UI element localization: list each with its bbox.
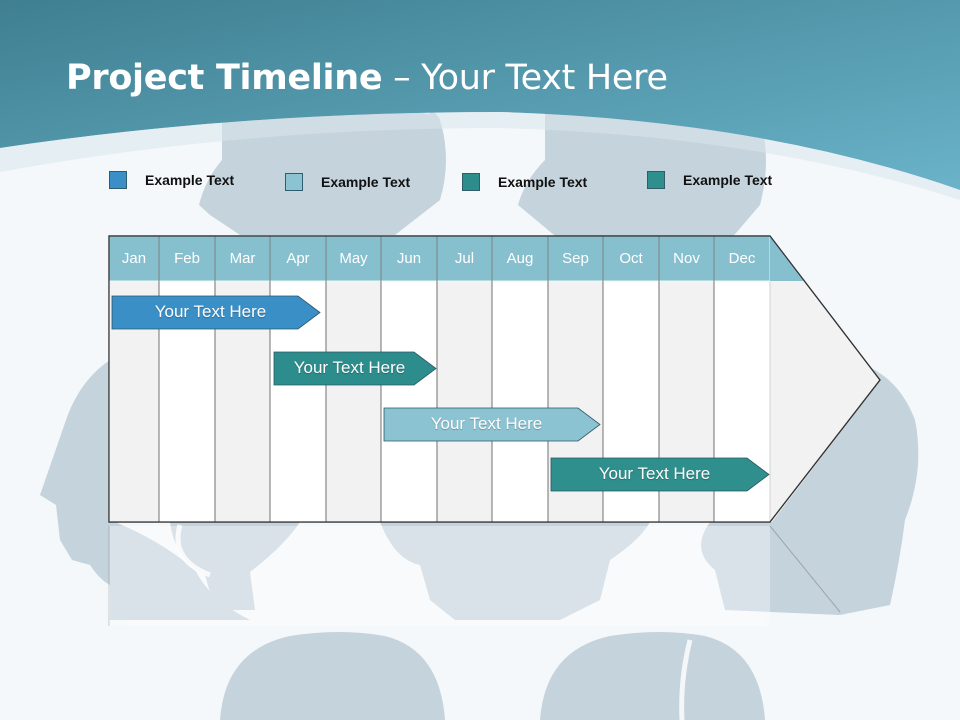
month-column-may [325,280,382,523]
task-arrow-1 [111,295,321,330]
legend-label-1: Example Text [145,172,235,188]
month-header-cell-jan [108,235,160,282]
legend-label-4: Example Text [683,172,773,188]
month-label-apr: Apr [286,250,310,267]
legend-swatch-2 [285,173,303,191]
task-label-4: Your Text Here [598,464,711,483]
task-label-3: Your Text Here [430,414,543,433]
task-arrow-2 [273,351,437,386]
month-header-cell-may [325,235,382,282]
legend-item-1: Example Text [109,170,234,190]
task-label-1: Your Text Here [154,302,267,321]
month-header-cell-jun [380,235,438,282]
legend-label-2: Example Text [321,174,411,190]
month-header-cell-oct [602,235,660,282]
legend-swatch-3 [462,173,480,191]
legend-item-2: Example Text [285,172,410,192]
month-label-jul: Jul [454,250,475,267]
legend-label-3: Example Text [498,174,588,190]
legend-swatch-1 [109,171,127,189]
month-label-oct: Oct [619,250,643,267]
legend-item-3: Example Text [462,172,587,192]
legend-swatch-4 [647,171,665,189]
title-rest: – Your Text Here [382,58,668,98]
month-label-mar: Mar [229,250,256,267]
month-column-jun [380,280,438,523]
task-arrow-3 [383,407,601,442]
title-bold: Project Timeline [66,58,383,98]
month-header-cell-apr [269,235,327,282]
month-header-cell-nov [658,235,715,282]
month-label-may: May [339,250,368,267]
month-column-aug [491,280,549,523]
header-band [0,0,960,190]
month-label-sep: Sep [562,250,589,267]
month-label-dec: Dec [728,250,756,267]
month-label-jun: Jun [396,250,422,267]
grid-reflection [108,525,841,626]
month-column-jul [436,280,493,523]
month-label-nov: Nov [673,250,700,267]
month-label-feb: Feb [174,250,200,267]
month-header-cell-sep [547,235,604,282]
task-label-2: Your Text Here [293,358,406,377]
task-arrow-4 [550,457,770,492]
month-header-cell-jul [436,235,493,282]
month-label-jan: Jan [121,250,147,267]
page-title: Project Timeline – Your Text Here [66,58,668,98]
month-label-aug: Aug [506,250,534,267]
legend-item-4: Example Text [647,170,772,190]
